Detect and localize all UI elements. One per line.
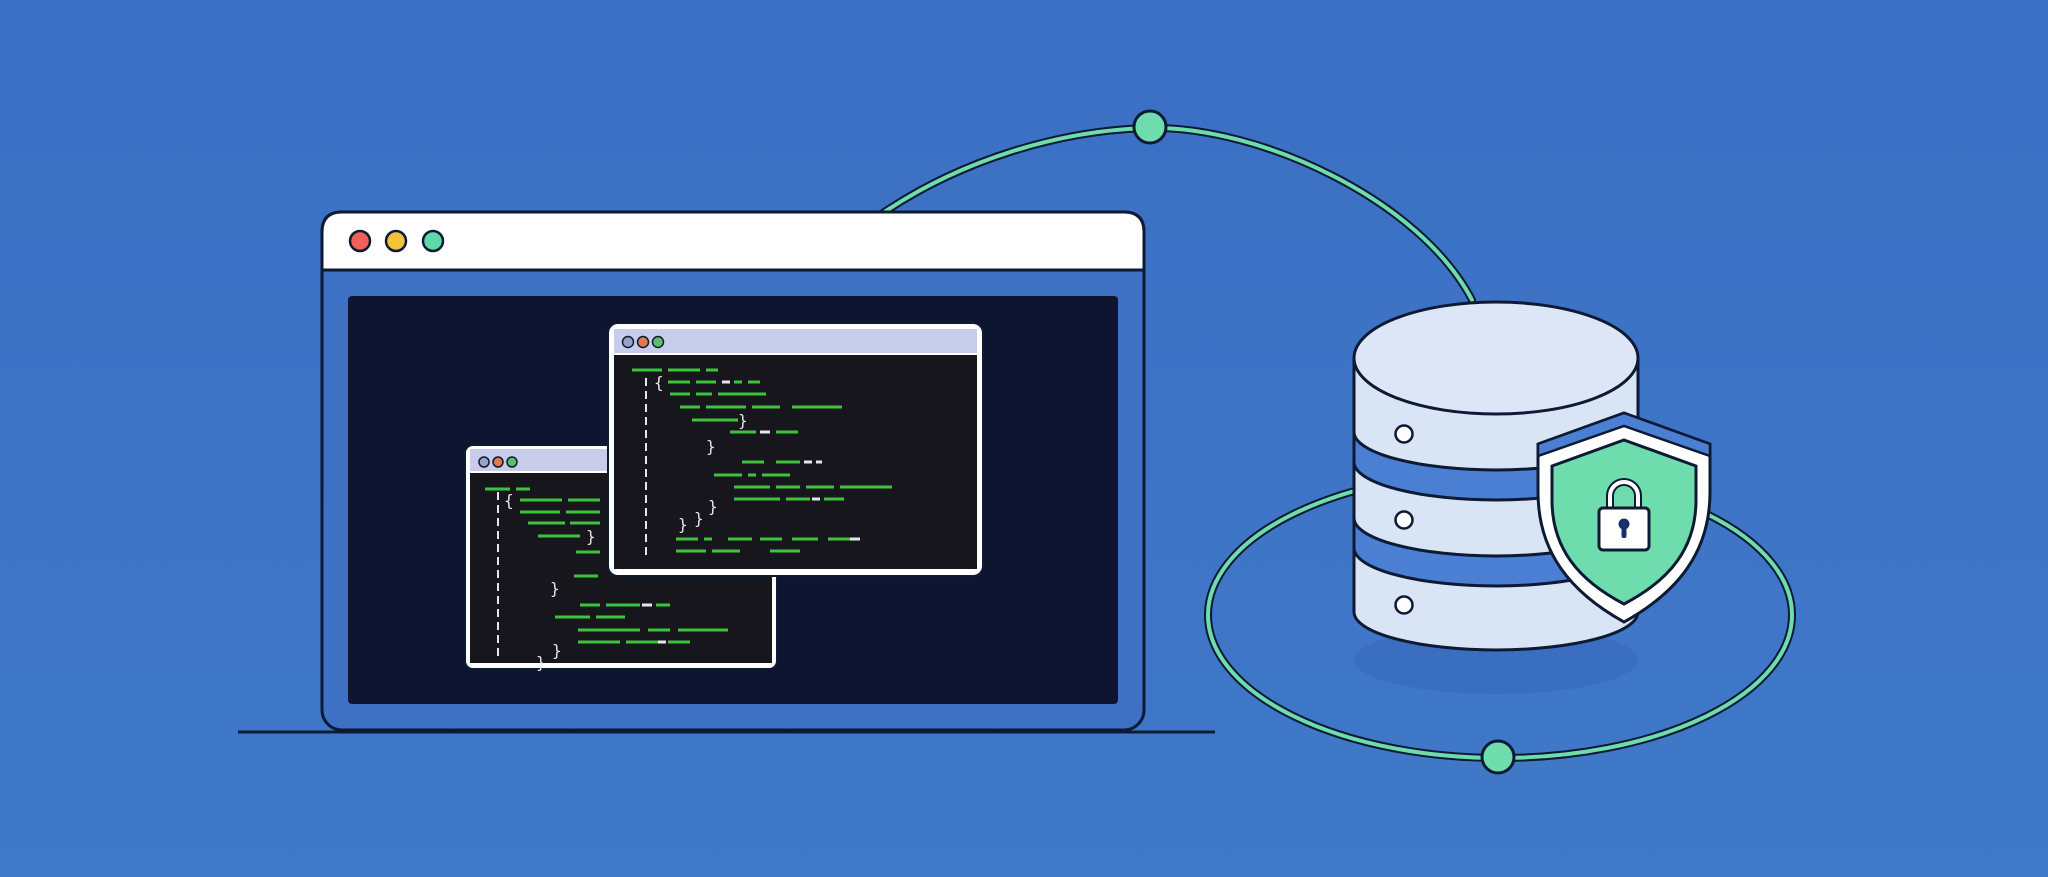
orbit-node-bottom — [1480, 739, 1516, 775]
svg-text:}: } — [706, 437, 716, 456]
orbit-node-top — [1132, 109, 1168, 145]
padlock-icon — [1597, 478, 1651, 552]
window-minimize-dot — [384, 229, 408, 253]
svg-text:}: } — [678, 515, 688, 534]
svg-text:{: { — [654, 373, 664, 392]
svg-text:}: } — [586, 527, 596, 546]
window-close-dot — [348, 229, 372, 253]
svg-text:}: } — [694, 509, 704, 528]
svg-text:}: } — [708, 497, 718, 516]
database-top — [1352, 300, 1640, 416]
svg-text:}: } — [738, 411, 748, 430]
svg-text:}: } — [550, 579, 560, 598]
svg-text:{: { — [504, 491, 514, 510]
window-maximize-dot — [421, 229, 445, 253]
svg-text:}: } — [536, 653, 546, 672]
svg-text:}: } — [552, 641, 562, 660]
code-editor-icon: { } } } } } — [607, 322, 984, 577]
